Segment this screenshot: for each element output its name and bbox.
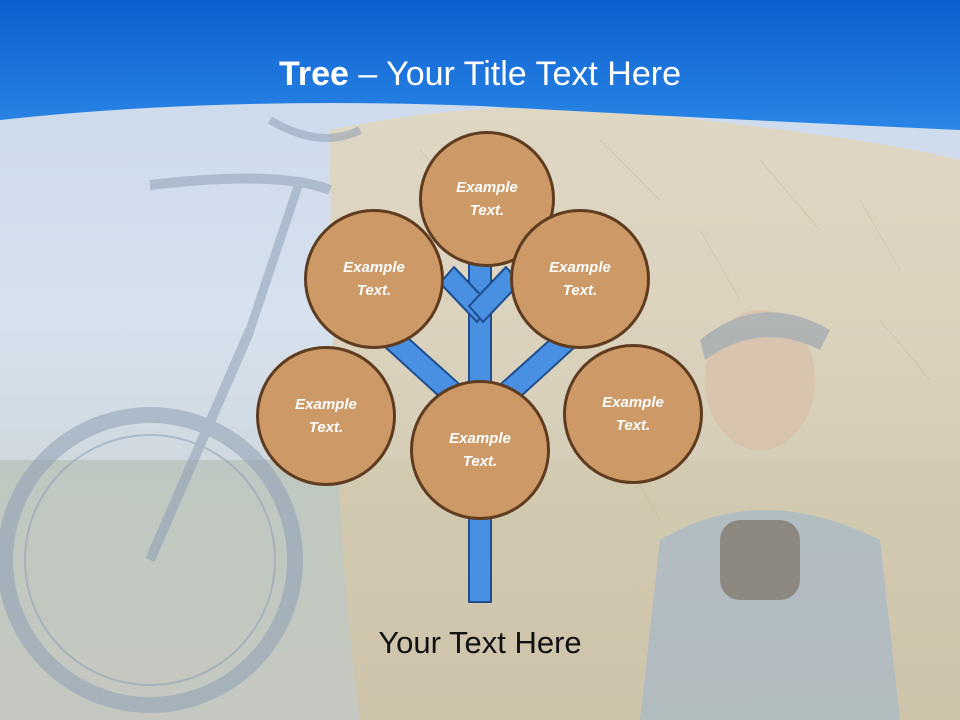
tree-node-upper-right-label: Example Text. — [549, 259, 611, 299]
slide-title: Tree – Your Title Text Here — [0, 52, 960, 96]
tree-node-top-label: Example Text. — [456, 179, 518, 219]
header-banner — [0, 0, 960, 130]
tree-node-lower-left-label: Example Text. — [295, 396, 357, 436]
tree-node-lower-right-label: Example Text. — [602, 394, 664, 434]
title-dash: – — [348, 55, 387, 93]
tree-node-upper-left: Example Text. — [304, 209, 444, 349]
tree-node-lower-right: Example Text. — [563, 344, 703, 484]
tree-node-upper-right: Example Text. — [510, 209, 650, 349]
tree-node-center-label: Example Text. — [449, 430, 511, 470]
title-keyword: Tree — [279, 55, 349, 93]
tree-node-upper-left-label: Example Text. — [343, 259, 405, 299]
tree-node-lower-left: Example Text. — [256, 346, 396, 486]
tree-node-top: Example Text. — [419, 131, 555, 267]
tree-node-center: Example Text. — [410, 380, 550, 520]
title-text: Your Title Text Here — [386, 55, 681, 93]
footer-text: Your Text Here — [378, 625, 582, 660]
